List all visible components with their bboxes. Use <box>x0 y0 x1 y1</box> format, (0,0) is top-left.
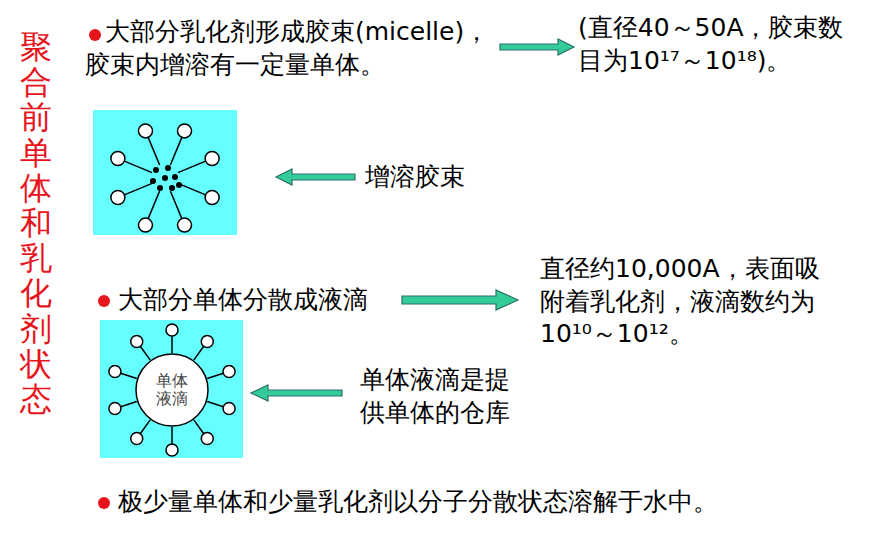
callout-label: 单体液滴是提供单体的仓库 <box>360 364 512 429</box>
circle-outline <box>136 354 208 426</box>
head <box>223 403 235 415</box>
tail <box>148 191 159 219</box>
node-text: 单体液滴 <box>156 372 188 409</box>
head <box>111 151 125 165</box>
head <box>109 365 121 377</box>
monomer-dot <box>162 175 168 181</box>
monomer-dot <box>153 167 159 173</box>
head <box>178 124 192 138</box>
tail <box>194 346 204 360</box>
head <box>201 335 213 347</box>
bullet-text: 极少量单体和少量乳化剂以分子分散状态溶解于水中。 <box>118 486 838 519</box>
head <box>111 191 125 205</box>
tail <box>124 183 152 194</box>
monomer-dot <box>157 185 163 191</box>
monomer-dot <box>169 185 175 191</box>
bullet-text: 大部分单体分散成液滴 <box>118 284 408 317</box>
head <box>178 218 192 232</box>
monomer-dot <box>150 178 156 184</box>
bullet <box>98 497 110 509</box>
tail <box>140 346 150 360</box>
droplet-figure <box>109 324 235 456</box>
tail <box>124 161 152 172</box>
head <box>109 403 121 415</box>
monomer-dot <box>176 182 182 188</box>
tail <box>207 373 223 378</box>
monomer-dot <box>165 165 171 171</box>
tail <box>170 137 181 165</box>
micelle-figure <box>111 124 219 232</box>
note: (直径40～50A，胶束数目为10¹⁷～10¹⁸)。 <box>578 12 848 77</box>
tail <box>148 137 159 165</box>
head <box>166 444 178 456</box>
tail <box>178 161 206 172</box>
head <box>131 335 143 347</box>
callout-label: 增溶胶束 <box>365 161 505 194</box>
tail <box>121 401 137 406</box>
bullet-text: 大部分乳化剂形成胶束(micelle)，胶束内增溶有一定量单体。 <box>85 16 490 81</box>
droplet-panel <box>100 320 243 458</box>
block-arrow <box>251 385 342 401</box>
note: 直径约10,000A，表面吸附着乳化剂，液滴数约为10¹⁰～10¹²。 <box>540 253 824 351</box>
vertical-title: 聚合前单体和乳化剂状态 <box>20 30 52 417</box>
head <box>138 124 152 138</box>
micelle-panel <box>93 110 237 235</box>
block-arrow <box>402 290 518 310</box>
bullet <box>98 295 110 307</box>
block-arrow <box>500 39 574 55</box>
tail <box>194 420 204 434</box>
tail <box>121 373 137 378</box>
head <box>201 433 213 445</box>
tail <box>140 420 150 434</box>
monomer-dot <box>172 174 178 180</box>
head <box>205 191 219 205</box>
tail <box>178 183 206 194</box>
tail <box>170 191 181 219</box>
tail <box>171 427 173 444</box>
droplet-circle: 单体液滴 <box>135 353 209 427</box>
tail <box>207 401 223 406</box>
bullet <box>89 29 101 41</box>
head <box>166 324 178 336</box>
block-arrow <box>276 169 355 185</box>
head <box>205 151 219 165</box>
head <box>223 365 235 377</box>
head <box>138 218 152 232</box>
head <box>131 433 143 445</box>
tail <box>171 336 173 353</box>
